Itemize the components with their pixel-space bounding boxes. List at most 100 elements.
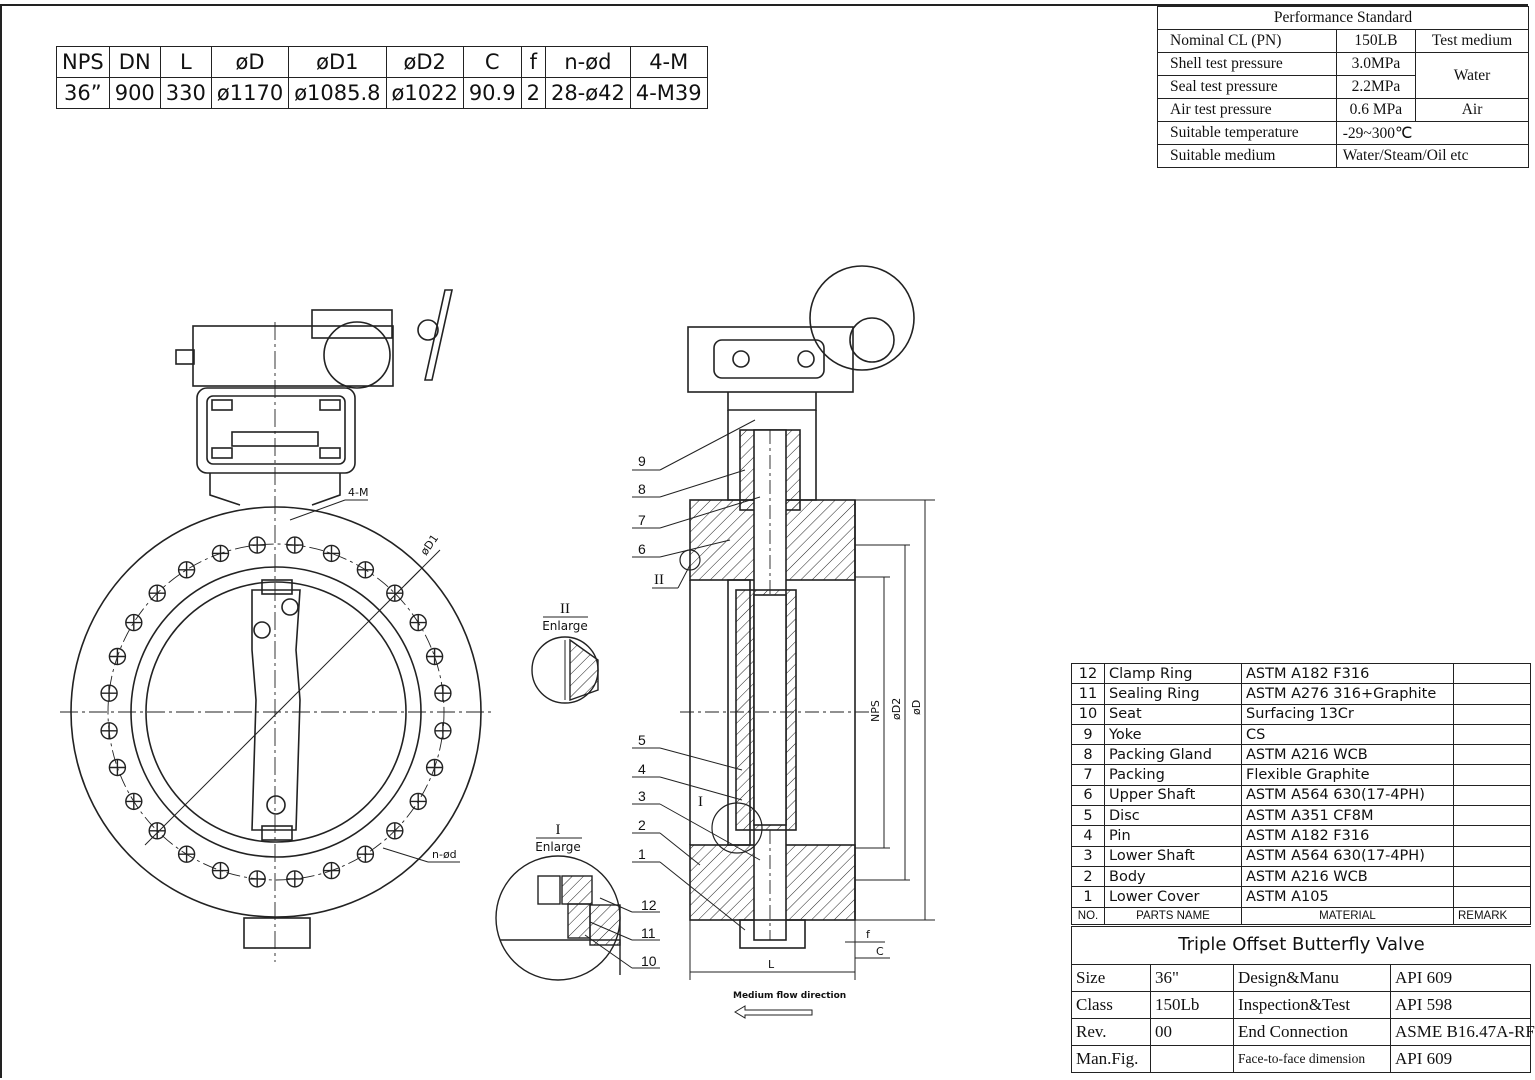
bolt-hole: [177, 561, 196, 579]
flange-bolt-holes: [100, 536, 452, 888]
part-material: ASTM A182 F316: [1241, 662, 1454, 685]
drawing-title: Triple Offset Butterfly Valve: [1071, 926, 1531, 964]
info-key: Face-to-face dimension: [1233, 1045, 1391, 1073]
part-name: Lower Cover: [1104, 886, 1242, 908]
side-handwheel: [809, 265, 915, 371]
perf-row: Air test pressure 0.6 MPa Air: [1157, 98, 1529, 122]
perf-row: Shell test pressure 3.0MPa Water: [1157, 52, 1529, 99]
dim-value-d2: ø1022: [385, 77, 464, 109]
parts-header-name: PARTS NAME: [1104, 906, 1242, 925]
label-enlarge-i-numeral: I: [556, 822, 561, 838]
perf-value: 2.2MPa: [1335, 75, 1417, 99]
parts-header-no: NO.: [1071, 906, 1105, 925]
info-key: Rev.: [1071, 1018, 1151, 1046]
detail-clamp-bolt: [537, 875, 561, 905]
label-d: øD: [910, 700, 923, 715]
label-enlarge-ii-numeral: II: [560, 601, 570, 617]
label-d2: øD2: [890, 698, 903, 720]
leader-label: 9: [638, 453, 646, 469]
dimension-table: NPS DN L øD øD1 øD2 C f n-ød 4-M 36” 900…: [56, 46, 708, 109]
bracket-bolt: [211, 447, 233, 459]
label-c: C: [876, 945, 884, 958]
side-bottom-cover: [739, 919, 806, 949]
bolt-hole: [248, 870, 266, 888]
front-view: [60, 289, 495, 962]
info-value: 00: [1150, 1018, 1234, 1046]
performance-title: Performance Standard: [1157, 6, 1529, 30]
parts-header-material: MATERIAL: [1241, 906, 1454, 925]
bolt-hole: [125, 613, 143, 632]
dim-value-d1: ø1085.8: [288, 77, 387, 109]
leader-label: 5: [638, 732, 646, 748]
bolt-hole: [409, 792, 427, 811]
bolt-hole: [108, 758, 127, 777]
label-flow-direction: Medium flow direction: [733, 991, 846, 1001]
neck-left: [209, 473, 241, 506]
pin-hole: [281, 598, 299, 616]
leader-label: 10: [641, 953, 657, 969]
leader-label: 6: [638, 541, 646, 557]
info-key: Inspection&Test: [1233, 991, 1391, 1019]
detail-sealing-ring: [567, 903, 591, 939]
detail-i: [495, 837, 660, 981]
leader-n-d: [382, 847, 429, 863]
pin-hole: [266, 795, 286, 815]
info-key: Class: [1071, 991, 1151, 1019]
perf-value: 3.0MPa: [1335, 52, 1417, 76]
dim-value-nps: 36”: [56, 77, 110, 109]
detail-ii: [531, 616, 599, 704]
dim-header-dn: DN: [108, 46, 161, 78]
handwheel: [424, 289, 453, 381]
side-gearbox-bolt: [797, 350, 815, 368]
part-material: Flexible Graphite: [1241, 764, 1454, 786]
neck-right: [311, 473, 341, 506]
leader-label: 3: [638, 788, 646, 804]
bolt-hole: [434, 722, 452, 740]
part-material: Surfacing 13Cr: [1241, 703, 1454, 725]
perf-row: Suitable temperature -29~300℃: [1157, 121, 1530, 145]
perf-row: Nominal CL (PN) 150LB Test medium: [1157, 29, 1529, 53]
dim-value-dn: 900: [108, 77, 161, 109]
gearbox-bolt: [175, 349, 195, 365]
bolt-hole: [434, 684, 452, 702]
dim-value-4m: 4-M39: [629, 77, 708, 109]
label-enlarge-ii-text: Enlarge: [542, 619, 588, 633]
bolt-hole: [386, 584, 404, 602]
bolt-hole: [148, 584, 166, 602]
side-view: [632, 265, 935, 1019]
dim-header-n-d: n-ød: [544, 46, 631, 78]
bolt-hole: [148, 822, 166, 840]
drawing-frame: [0, 4, 1528, 1078]
dim-value-c: 90.9: [462, 77, 522, 109]
part-name: Packing Gland: [1104, 744, 1242, 766]
bracket-window: [206, 395, 346, 465]
detail-clamp-ring: [561, 875, 593, 905]
bolt-hole: [248, 536, 266, 554]
label-nps: NPS: [869, 700, 882, 722]
leader-label: 7: [638, 512, 646, 528]
label-l: L: [768, 958, 775, 971]
info-value: [1150, 1045, 1234, 1073]
label-callout-ii: II: [654, 572, 664, 588]
perf-label: Suitable temperature: [1157, 121, 1337, 145]
gearbox-body: [192, 325, 394, 387]
bracket-bolt: [319, 447, 341, 459]
leader-label: 1: [638, 846, 646, 862]
part-material: ASTM A276 316+Graphite: [1241, 683, 1454, 705]
part-name: Lower Shaft: [1104, 845, 1242, 867]
bolt-hole: [356, 561, 375, 579]
leader-label: 12: [641, 897, 657, 913]
perf-medium: Water: [1415, 52, 1529, 99]
dim-value-l: 330: [159, 77, 212, 109]
bolt-hole: [409, 613, 427, 632]
bolt-hole: [286, 536, 304, 554]
label-f: f: [866, 928, 871, 941]
bolt-hole: [211, 544, 230, 563]
flow-arrow: [734, 1005, 813, 1019]
